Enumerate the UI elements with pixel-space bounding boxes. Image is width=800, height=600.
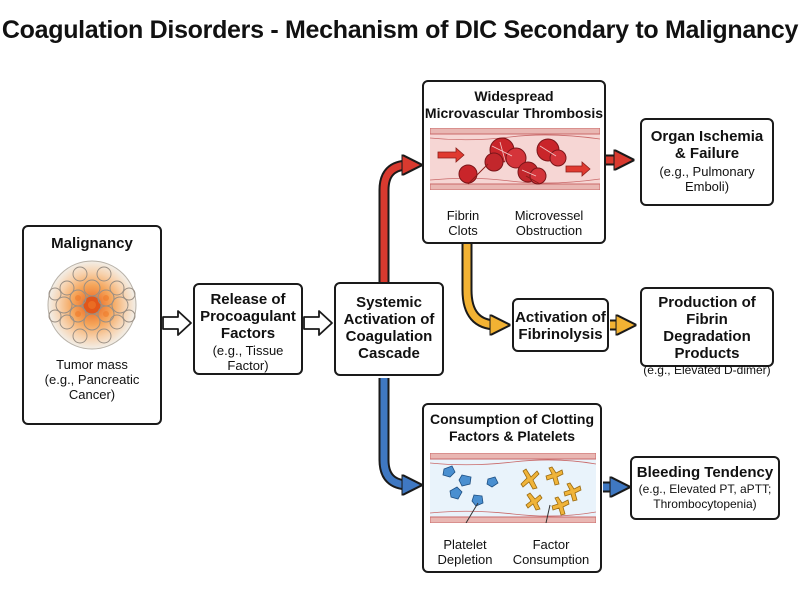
- consumption-title: Consumption of Clotting Factors & Platel…: [429, 411, 595, 444]
- arrow-release-to-systemic: [303, 310, 333, 336]
- systemic-box: Systemic Activation of Coagulation Casca…: [334, 282, 444, 376]
- bleeding-subtitle: (e.g., Elevated PT, aPTT; Thrombocytopen…: [638, 482, 772, 511]
- malignancy-subtitle: Tumor mass (e.g., Pancreatic Cancer): [44, 357, 140, 402]
- arrow-malignancy-to-release: [162, 310, 192, 336]
- organ-ischemia-box: Organ Ischemia & Failure (e.g., Pulmonar…: [640, 118, 774, 206]
- fdp-box: Production of Fibrin Degradation Product…: [640, 287, 774, 377]
- malignancy-title: Malignancy: [51, 235, 133, 252]
- consumption-box: Consumption of Clotting Factors & Platel…: [422, 403, 602, 573]
- fdp-subtitle: (e.g., Elevated D-dimer): [643, 363, 771, 377]
- arrow-thrombosis-to-fibrinolysis: [461, 244, 500, 325]
- organ-title: Organ Ischemia & Failure: [650, 128, 764, 162]
- fdp-title: Production of Fibrin Degradation Product…: [658, 294, 756, 362]
- thrombosis-box: Widespread Microvascular Thrombosis: [422, 80, 606, 244]
- fibrin-clots-label: Fibrin Clots: [446, 208, 480, 238]
- platelet-depletion-label: Platelet Depletion: [437, 537, 493, 567]
- page-title: Coagulation Disorders - Mechanism of DIC…: [1, 16, 799, 44]
- microvessel-obstruction-label: Microvessel Obstruction: [514, 208, 584, 238]
- blood-clot-icon: [458, 137, 567, 185]
- thrombosis-title: Widespread Microvascular Thrombosis: [424, 88, 604, 121]
- tumor-cell-cluster-icon: [47, 260, 137, 350]
- bleeding-title: Bleeding Tendency: [636, 464, 774, 481]
- organ-subtitle: (e.g., Pulmonary Emboli): [659, 164, 755, 194]
- arrow-systemic-to-thrombosis: [378, 165, 412, 285]
- fibrinolysis-box: Activation of Fibrinolysis: [512, 298, 609, 352]
- fibrinolysis-title: Activation of Fibrinolysis: [515, 309, 606, 343]
- release-subtitle: (e.g., Tissue Factor): [212, 343, 284, 373]
- systemic-title: Systemic Activation of Coagulation Casca…: [343, 294, 435, 362]
- release-title: Release of Procoagulant Factors: [200, 291, 296, 342]
- blood-vessel-clot-icon: [430, 128, 600, 190]
- bleeding-box: Bleeding Tendency (e.g., Elevated PT, aP…: [630, 456, 780, 520]
- malignancy-box: Malignancy Tumor mass (e.g., Pancreatic …: [22, 225, 162, 425]
- factor-consumption-label: Factor Consumption: [512, 537, 590, 567]
- blood-vessel-consumption-icon: [430, 453, 596, 523]
- release-box: Release of Procoagulant Factors (e.g., T…: [193, 283, 303, 375]
- platelet-icon: [442, 465, 499, 507]
- clotting-factor-icon: [520, 466, 582, 516]
- arrow-systemic-to-consumption: [378, 378, 412, 485]
